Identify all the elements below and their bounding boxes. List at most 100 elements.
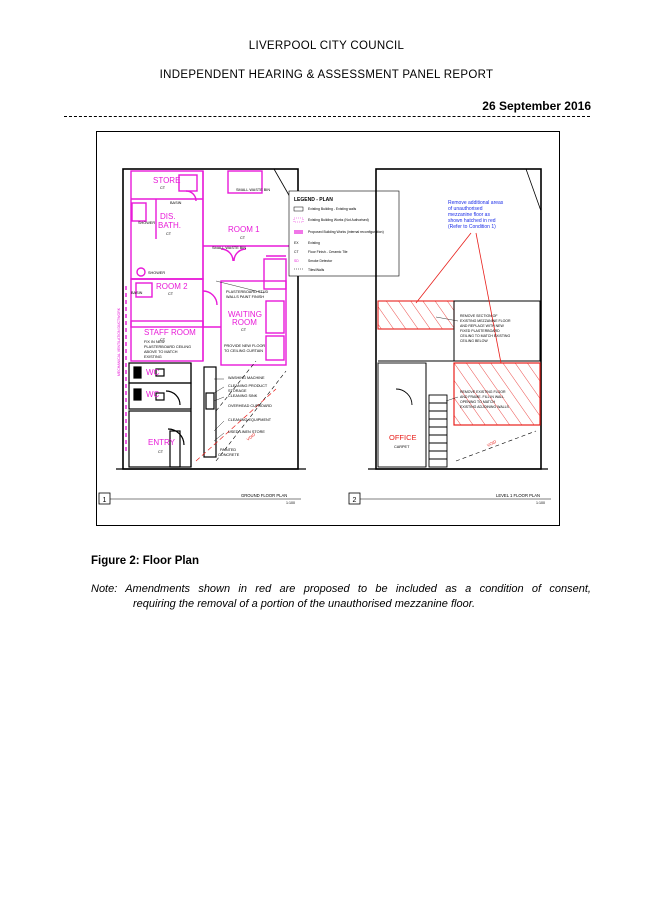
- ground-outer-wall: [122, 168, 299, 470]
- svg-text:CT: CT: [160, 338, 166, 342]
- svg-text:shown hatched in red: shown hatched in red: [448, 218, 496, 224]
- svg-text:OVERHEAD CUPBOARD: OVERHEAD CUPBOARD: [228, 404, 272, 408]
- svg-text:STORAGE: STORAGE: [228, 389, 247, 393]
- room-wc-1: WC: [146, 368, 160, 377]
- svg-text:CEILING BELOW: CEILING BELOW: [460, 339, 488, 343]
- legend-item: Existing Building Works (Not Authorised): [308, 218, 369, 222]
- level1-void-label: VOID: [486, 439, 497, 448]
- svg-text:EXISTING ADJOINING WALLS: EXISTING ADJOINING WALLS: [460, 405, 510, 409]
- svg-text:EX: EX: [294, 241, 299, 245]
- svg-text:SMALL WASTE BIN: SMALL WASTE BIN: [236, 188, 270, 192]
- room-office: OFFICE: [389, 433, 417, 442]
- office-carpet: CARPET: [394, 445, 410, 449]
- svg-text:ABOVE TO MATCH: ABOVE TO MATCH: [144, 350, 178, 354]
- room-waiting-line2: ROOM: [232, 318, 257, 327]
- svg-text:AND REPLACE WITH NEW: AND REPLACE WITH NEW: [460, 324, 504, 328]
- report-date: 26 September 2016: [482, 99, 591, 113]
- svg-text:CLEANING PRODUCT: CLEANING PRODUCT: [228, 384, 268, 388]
- svg-text:CLEANING SINK: CLEANING SINK: [228, 394, 258, 398]
- svg-text:FIX IN NEW: FIX IN NEW: [144, 340, 165, 344]
- svg-text:SHOWER: SHOWER: [148, 271, 165, 275]
- svg-text:CT: CT: [158, 450, 164, 454]
- svg-text:AND FRAME. FILL IN WALL: AND FRAME. FILL IN WALL: [460, 395, 504, 399]
- svg-text:CT: CT: [160, 186, 166, 190]
- svg-text:SHOWER: SHOWER: [138, 221, 155, 225]
- room-store: STORE: [153, 176, 180, 185]
- legend-item: Existing Building - Existing walls: [308, 207, 357, 211]
- svg-text:CT: CT: [240, 236, 246, 240]
- svg-text:FIXED PLASTERBOARD: FIXED PLASTERBOARD: [460, 329, 500, 333]
- svg-text:CONCRETE: CONCRETE: [218, 453, 240, 457]
- room-2: ROOM 2: [156, 282, 188, 291]
- mech-vent-label: MECHANICAL VENTILATION DUCTWORK: [117, 307, 121, 376]
- svg-text:PAINTED: PAINTED: [220, 448, 236, 452]
- svg-text:CLEANING EQUIPMENT: CLEANING EQUIPMENT: [228, 418, 272, 422]
- figure-note-line-2: requiring the removal of a portion of th…: [133, 598, 476, 610]
- ground-floor-scale: 1:100: [286, 501, 295, 505]
- legend-item: Smoke Detector: [308, 259, 333, 263]
- svg-text:REMOVE SECTION OF: REMOVE SECTION OF: [460, 314, 498, 318]
- level1-scale: 1:100: [536, 501, 545, 505]
- svg-text:OPENING TO MATCH: OPENING TO MATCH: [460, 400, 495, 404]
- svg-text:EXISTING: EXISTING: [144, 355, 162, 359]
- plan-number-2: 2: [353, 497, 357, 504]
- figure-frame: [96, 131, 560, 526]
- floor-plan-figure: STORE DIS. BATH. ROOM 1 ROOM 2 STAFF ROO…: [98, 168, 551, 505]
- remove-section-note: REMOVE SECTION OF EXISTING MEZZANINE FLO…: [460, 314, 511, 343]
- room-dis-bath: DIS.: [160, 212, 176, 221]
- plan-number-1: 1: [103, 497, 107, 504]
- svg-text:CT: CT: [294, 250, 299, 254]
- svg-text:TO CEILING CURTAIN: TO CEILING CURTAIN: [224, 349, 263, 353]
- figure-note: Note: Amendments shown in red are propos…: [91, 582, 591, 612]
- svg-text:PROVIDE NEW FLOOR: PROVIDE NEW FLOOR: [224, 344, 265, 348]
- mezzanine-removal-area-2[interactable]: [453, 362, 541, 426]
- svg-text:CT: CT: [168, 292, 174, 296]
- room-staff: STAFF ROOM: [144, 328, 196, 337]
- legend-item: Tiles/Walls: [308, 268, 324, 272]
- svg-text:BASIN: BASIN: [170, 201, 182, 205]
- remove-floor-note: REMOVE EXISTING FLOOR AND FRAME. FILL IN…: [460, 390, 510, 409]
- header-divider: [64, 116, 590, 117]
- svg-text:(Refer to Condition 1): (Refer to Condition 1): [448, 224, 496, 230]
- removal-annotation: Remove additional areas of unauthorised …: [448, 200, 504, 230]
- figure-note-line-1: Note: Amendments shown in red are propos…: [91, 583, 591, 595]
- svg-text:PLASTERBOARD CEILING: PLASTERBOARD CEILING: [144, 345, 191, 349]
- svg-text:Remove additional areas: Remove additional areas: [448, 200, 504, 206]
- room-dis-bath-line2: BATH.: [158, 221, 181, 230]
- svg-text:CT: CT: [241, 328, 247, 332]
- level1-floor-plan: VOID OFFICE CARPET Remove additional are…: [368, 168, 548, 470]
- svg-text:USED LINEN STORE: USED LINEN STORE: [228, 430, 265, 434]
- svg-text:REMOVE EXISTING FLOOR: REMOVE EXISTING FLOOR: [460, 390, 506, 394]
- legend: LEGEND - PLAN Existing Building - Existi…: [288, 190, 400, 277]
- ground-floor-plan: STORE DIS. BATH. ROOM 1 ROOM 2 STAFF ROO…: [116, 168, 306, 470]
- svg-text:SMALL WASTE BIN: SMALL WASTE BIN: [212, 246, 246, 250]
- svg-text:mezzanine floor as: mezzanine floor as: [448, 212, 490, 218]
- svg-text:WASHING MACHINE: WASHING MACHINE: [228, 376, 265, 380]
- svg-text:of unauthorised: of unauthorised: [448, 206, 483, 212]
- room-waiting: WAITING: [228, 310, 262, 319]
- svg-text:SD: SD: [294, 259, 299, 263]
- svg-text:CEILING TO MATCH EXISTING: CEILING TO MATCH EXISTING: [460, 334, 510, 338]
- svg-text:BASIN: BASIN: [131, 291, 143, 295]
- ground-floor-title: GROUND FLOOR PLAN: [241, 493, 287, 498]
- room-wc-2: WC: [146, 390, 160, 399]
- room-entry: ENTRY: [148, 438, 176, 447]
- legend-item: Floor Finish - Ceramic Tile: [308, 250, 348, 254]
- report-title: INDEPENDENT HEARING & ASSESSMENT PANEL R…: [159, 69, 494, 81]
- mezzanine-removal-area-1[interactable]: [377, 300, 455, 330]
- svg-text:WALLS PAINT FINISH: WALLS PAINT FINISH: [226, 295, 264, 299]
- ground-void-label: VOID: [246, 432, 257, 442]
- level1-title-block: 2 LEVEL 1 FLOOR PLAN 1:100: [348, 492, 551, 505]
- room-1: ROOM 1: [228, 225, 260, 234]
- svg-text:PLASTERBOARD STUD: PLASTERBOARD STUD: [226, 290, 268, 294]
- legend-item: Proposed Building Works (internal reconf…: [308, 230, 384, 234]
- organisation-title: LIVERPOOL CITY COUNCIL: [248, 40, 405, 52]
- level1-title: LEVEL 1 FLOOR PLAN: [496, 493, 540, 498]
- svg-text:EXISTING MEZZANINE FLOOR: EXISTING MEZZANINE FLOOR: [460, 319, 511, 323]
- figure-caption: Figure 2: Floor Plan: [91, 555, 199, 567]
- svg-text:CT: CT: [166, 232, 172, 236]
- legend-title: LEGEND - PLAN: [294, 197, 333, 203]
- proposed-partitions: [125, 170, 291, 451]
- ground-floor-title-block: 1 GROUND FLOOR PLAN 1:100: [98, 492, 301, 505]
- legend-item: Existing: [308, 241, 320, 245]
